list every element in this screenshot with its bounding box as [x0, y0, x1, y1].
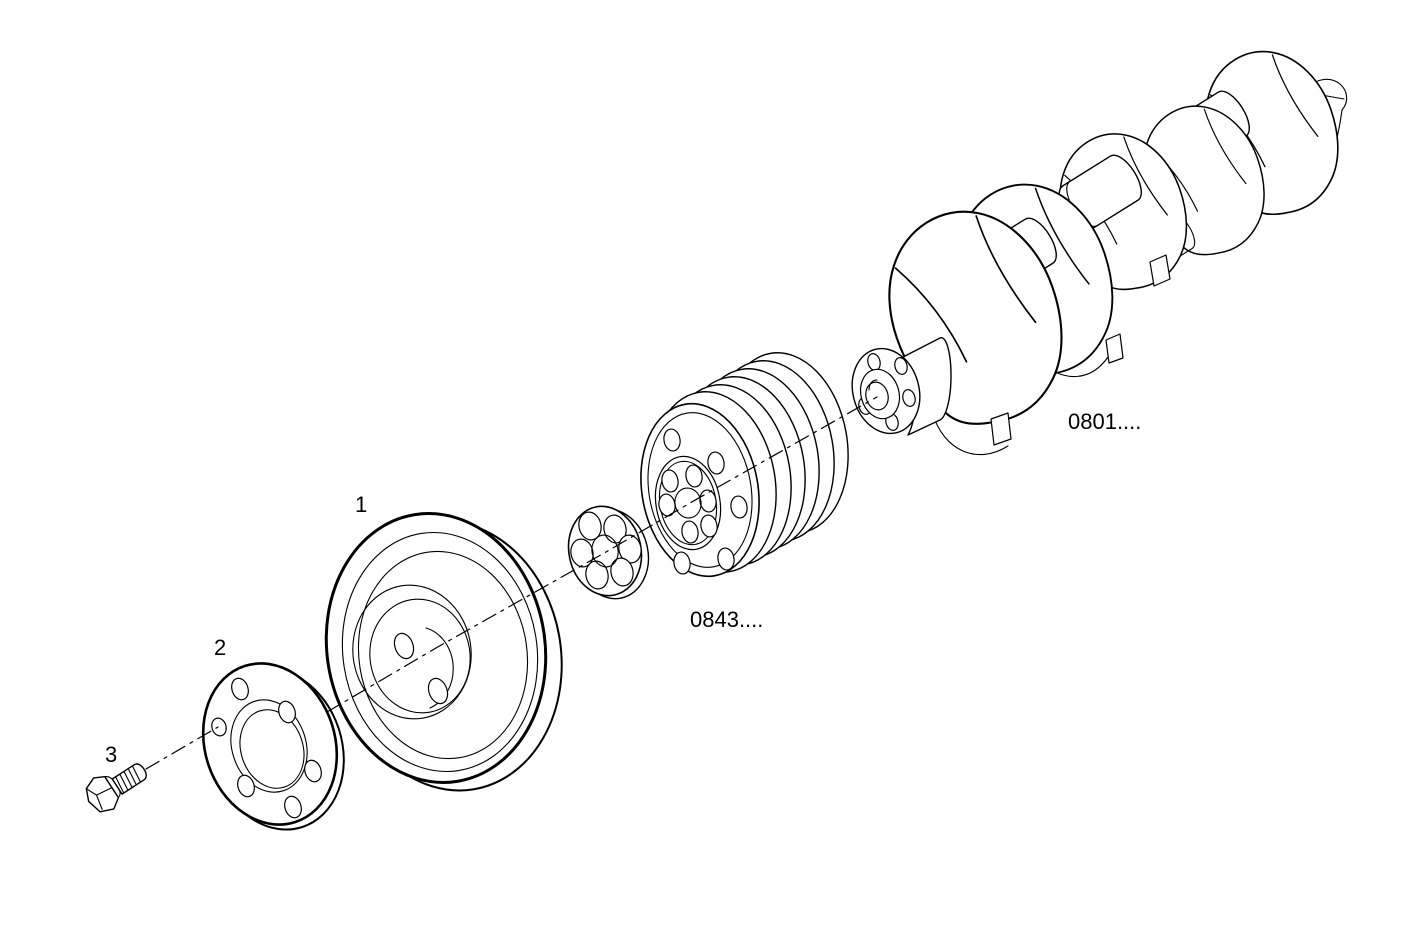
damper-face-ring: [357, 550, 529, 760]
flange-bolt-hole: [894, 357, 908, 375]
hub-hole: [700, 514, 718, 538]
flange-hole: [231, 677, 249, 701]
damper-drawing: [324, 512, 563, 792]
pulley-assembly-drawing: [640, 352, 849, 578]
crankshaft-drawing: [848, 28, 1371, 456]
hub-hole: [661, 469, 679, 493]
spacer-hole: [585, 560, 609, 590]
callout-3-label[interactable]: 3: [105, 742, 117, 767]
pulley-face-hole: [717, 547, 735, 571]
crank-nose-flange: [851, 347, 921, 435]
bolt-drawing: [85, 763, 147, 813]
ref-code-crankshaft[interactable]: 0801....: [1068, 409, 1141, 434]
damper-recess-wall: [369, 598, 471, 714]
pulley-face-hole: [673, 551, 691, 575]
pulley-face-hole: [663, 428, 681, 452]
damper-face-ring: [341, 531, 539, 773]
flange-center-bore: [230, 699, 308, 793]
bolt-threads: [115, 765, 142, 794]
damper-hub-hole: [393, 632, 415, 660]
web-machined-pad: [1105, 333, 1124, 364]
spacer-hole: [618, 534, 642, 564]
damper-recess-edge: [352, 584, 472, 720]
ref-code-pulley-assembly[interactable]: 0843....: [690, 607, 763, 632]
hub-center-bore: [674, 487, 702, 519]
spacer-hole: [570, 538, 594, 568]
flange-outer-edge: [201, 662, 339, 826]
web-underside-line: [931, 411, 1009, 456]
nose-center-bore: [865, 381, 889, 411]
flange-hole: [284, 795, 302, 819]
assembly-axis-centerline: [145, 396, 878, 770]
callout-1-label[interactable]: 1: [355, 492, 367, 517]
flange-hole: [211, 717, 227, 737]
pulley-face-hole: [707, 451, 725, 475]
callout-2-label[interactable]: 2: [214, 635, 226, 660]
spacer-hole: [578, 511, 602, 541]
spacer-plate-drawing: [567, 505, 650, 600]
bolt-shank: [111, 763, 147, 795]
hub-hole: [685, 464, 703, 488]
flange-bolt-hole: [902, 389, 916, 407]
damper-hub-hole: [427, 677, 449, 705]
pulley-face-ring: [647, 412, 753, 568]
flange-hole: [278, 700, 296, 724]
flange-hole: [237, 774, 255, 798]
hub-hole: [681, 520, 699, 544]
pulley-face-hole: [730, 495, 748, 519]
web-machined-pad: [1149, 254, 1171, 287]
web-machined-pad: [990, 412, 1012, 446]
flange-drawing: [201, 662, 345, 831]
flange-hole: [304, 759, 322, 783]
spacer-hole: [610, 557, 634, 587]
spacer-center-bore: [591, 534, 619, 568]
pulley-hub: [654, 455, 722, 551]
